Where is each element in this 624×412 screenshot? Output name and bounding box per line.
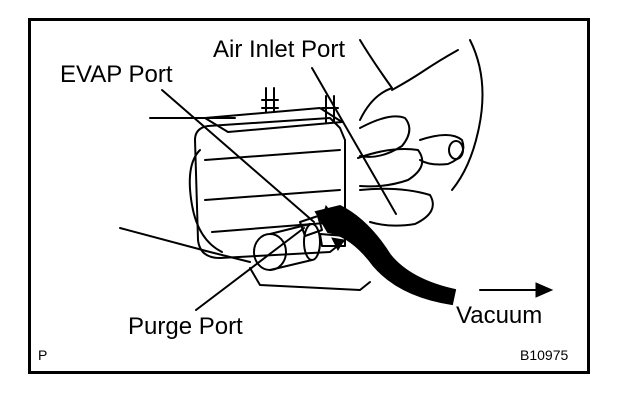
vacuum-arrowhead	[535, 282, 554, 298]
canister-rib-3	[211, 221, 339, 233]
hand-outline	[357, 39, 484, 227]
leader-evap-port	[161, 89, 315, 223]
flow-arrow-up	[321, 204, 333, 219]
canister-rib-2	[204, 189, 341, 201]
figure-code: B10975	[520, 347, 569, 363]
purge-port-label: Purge Port	[128, 313, 243, 340]
leader-air-inlet-port	[311, 67, 397, 215]
canister-side-tube	[188, 149, 223, 253]
stud-left	[261, 87, 279, 113]
corner-letter: P	[38, 347, 48, 363]
canister-body	[194, 117, 346, 259]
flow-arrow-down	[331, 237, 345, 252]
canister-rib-1	[204, 149, 341, 161]
purge-port-cylinder	[249, 223, 371, 291]
body-line-lower	[119, 227, 251, 263]
flow-arrow-right	[337, 213, 352, 225]
vacuum-hose	[314, 204, 457, 306]
vacuum-label: Vacuum	[456, 302, 543, 329]
evap-port-label: EVAP Port	[60, 61, 173, 88]
air-inlet-port-label: Air Inlet Port	[213, 36, 346, 63]
figure-frame	[28, 18, 590, 374]
leader-purge-port	[195, 227, 305, 311]
evap-port-tip	[299, 215, 323, 237]
